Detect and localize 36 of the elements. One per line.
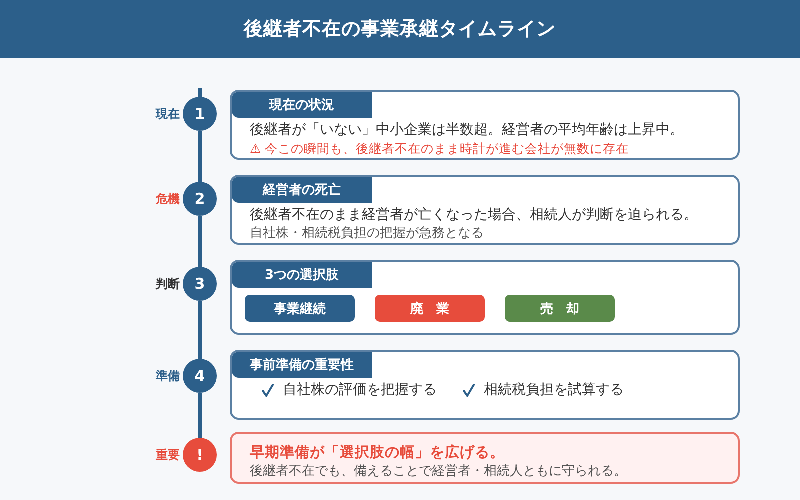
highlight-card bbox=[230, 432, 740, 484]
step-circle: 1 bbox=[183, 97, 217, 131]
card-heading: 経営者の死亡 bbox=[232, 177, 372, 203]
checklist-item: 相続税負担を試算する bbox=[484, 381, 624, 400]
note-text: 後継者不在でも、備えることで経営者・相続人ともに守られる。 bbox=[250, 463, 627, 481]
step-label: 判断 bbox=[156, 276, 180, 293]
warning-note: ⚠ 今この瞬間も、後継者不在のまま時計が進む会社が無数に存在 bbox=[250, 140, 630, 157]
option-chip: 売 却 bbox=[505, 295, 615, 322]
step-label: 準備 bbox=[156, 368, 180, 385]
step-card bbox=[230, 175, 740, 245]
step-card bbox=[230, 90, 740, 160]
title-banner: 後継者不在の事業承継タイムライン bbox=[0, 0, 800, 58]
note-text: 自社株・相続税負担の把握が急務となる bbox=[250, 225, 484, 243]
card-heading: 事前準備の重要性 bbox=[232, 352, 372, 378]
timeline-line bbox=[198, 216, 202, 267]
timeline-line bbox=[198, 88, 202, 97]
card-heading: 3つの選択肢 bbox=[232, 262, 372, 288]
timeline-line bbox=[198, 131, 202, 182]
step-label: 危機 bbox=[156, 191, 180, 208]
step-circle: ! bbox=[183, 438, 217, 472]
option-chip: 廃 業 bbox=[375, 295, 485, 322]
step-card bbox=[230, 350, 740, 420]
step-circle: 4 bbox=[183, 359, 217, 393]
timeline-line bbox=[198, 393, 202, 438]
checklist-item: 自社株の評価を把握する bbox=[283, 381, 437, 400]
step-card bbox=[230, 260, 740, 335]
card-text: 後継者が「いない」中小企業は半数超。経営者の平均年齢は上昇中。 bbox=[250, 121, 684, 140]
card-heading: 現在の状況 bbox=[232, 92, 372, 118]
card-text: 後継者不在のまま経営者が亡くなった場合、相続人が判断を迫られる。 bbox=[250, 206, 698, 225]
step-circle: 3 bbox=[183, 267, 217, 301]
step-label: 重要 bbox=[156, 447, 180, 464]
step-circle: 2 bbox=[183, 182, 217, 216]
option-chip: 事業継続 bbox=[245, 295, 355, 322]
step-label: 現在 bbox=[156, 106, 180, 123]
timeline-line bbox=[198, 301, 202, 359]
key-message: 早期準備が「選択肢の幅」を広げる。 bbox=[250, 443, 505, 463]
